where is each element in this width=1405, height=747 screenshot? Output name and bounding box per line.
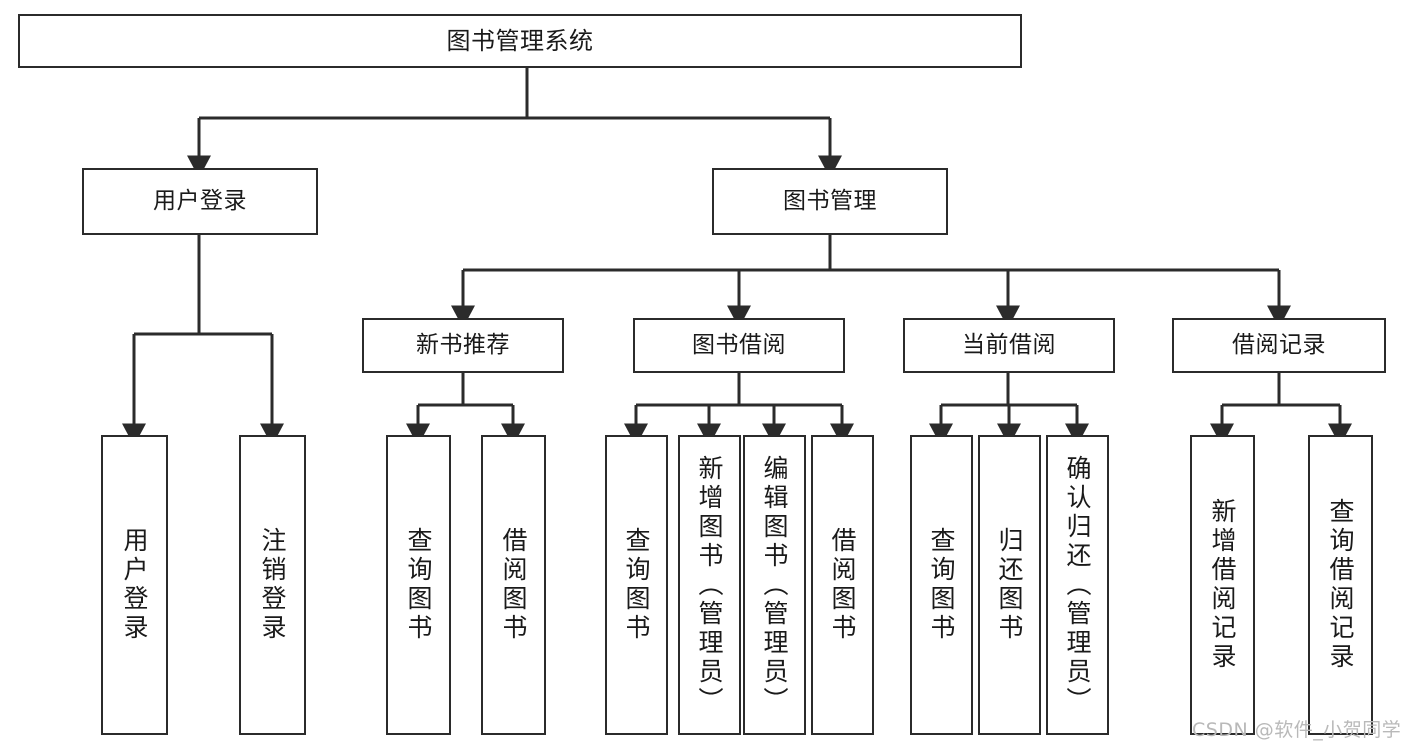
node-leaf-confirm-return-label: 确认归还（管理员） bbox=[1063, 454, 1092, 716]
node-current-borrow-label: 当前借阅 bbox=[962, 331, 1056, 358]
node-user-login-label: 用户登录 bbox=[153, 187, 247, 214]
node-root-label: 图书管理系统 bbox=[446, 26, 594, 55]
node-leaf-query-record-label: 查询借阅记录 bbox=[1326, 498, 1355, 672]
node-borrow-record-label: 借阅记录 bbox=[1232, 331, 1326, 358]
node-leaf-edit-book-label: 编辑图书（管理员） bbox=[760, 454, 789, 716]
node-leaf-borrow-book-1[interactable]: 借阅图书 bbox=[481, 435, 546, 735]
node-leaf-query-book-2[interactable]: 查询图书 bbox=[605, 435, 668, 735]
node-leaf-confirm-return[interactable]: 确认归还（管理员） bbox=[1046, 435, 1109, 735]
node-current-borrow[interactable]: 当前借阅 bbox=[903, 318, 1115, 373]
node-leaf-add-record-label: 新增借阅记录 bbox=[1208, 498, 1237, 672]
node-leaf-query-book-3-label: 查询图书 bbox=[927, 527, 956, 643]
node-leaf-query-book-2-label: 查询图书 bbox=[622, 527, 651, 643]
node-borrow-record[interactable]: 借阅记录 bbox=[1172, 318, 1386, 373]
node-leaf-user-logout-label: 注销登录 bbox=[258, 527, 287, 643]
node-leaf-add-book[interactable]: 新增图书（管理员） bbox=[678, 435, 741, 735]
node-leaf-query-book-1[interactable]: 查询图书 bbox=[386, 435, 451, 735]
node-leaf-return-book[interactable]: 归还图书 bbox=[978, 435, 1041, 735]
node-book-management-label: 图书管理 bbox=[783, 187, 877, 214]
node-leaf-query-book-1-label: 查询图书 bbox=[404, 527, 433, 643]
node-user-login[interactable]: 用户登录 bbox=[82, 168, 318, 235]
node-new-book-recommend[interactable]: 新书推荐 bbox=[362, 318, 564, 373]
node-root[interactable]: 图书管理系统 bbox=[18, 14, 1022, 68]
node-leaf-user-logout[interactable]: 注销登录 bbox=[239, 435, 306, 735]
node-leaf-borrow-book-1-label: 借阅图书 bbox=[499, 527, 528, 643]
node-book-borrow-label: 图书借阅 bbox=[692, 331, 786, 358]
node-leaf-add-book-label: 新增图书（管理员） bbox=[695, 454, 724, 716]
node-leaf-user-login-label: 用户登录 bbox=[120, 527, 149, 643]
node-leaf-edit-book[interactable]: 编辑图书（管理员） bbox=[743, 435, 806, 735]
node-new-book-recommend-label: 新书推荐 bbox=[416, 331, 510, 358]
node-leaf-query-record[interactable]: 查询借阅记录 bbox=[1308, 435, 1373, 735]
node-leaf-borrow-book-2[interactable]: 借阅图书 bbox=[811, 435, 874, 735]
node-leaf-query-book-3[interactable]: 查询图书 bbox=[910, 435, 973, 735]
node-leaf-user-login[interactable]: 用户登录 bbox=[101, 435, 168, 735]
node-book-management[interactable]: 图书管理 bbox=[712, 168, 948, 235]
node-leaf-add-record[interactable]: 新增借阅记录 bbox=[1190, 435, 1255, 735]
watermark: CSDN @软件_小贺同学 bbox=[1192, 719, 1402, 741]
node-book-borrow[interactable]: 图书借阅 bbox=[633, 318, 845, 373]
node-leaf-return-book-label: 归还图书 bbox=[995, 527, 1024, 643]
node-leaf-borrow-book-2-label: 借阅图书 bbox=[828, 527, 857, 643]
